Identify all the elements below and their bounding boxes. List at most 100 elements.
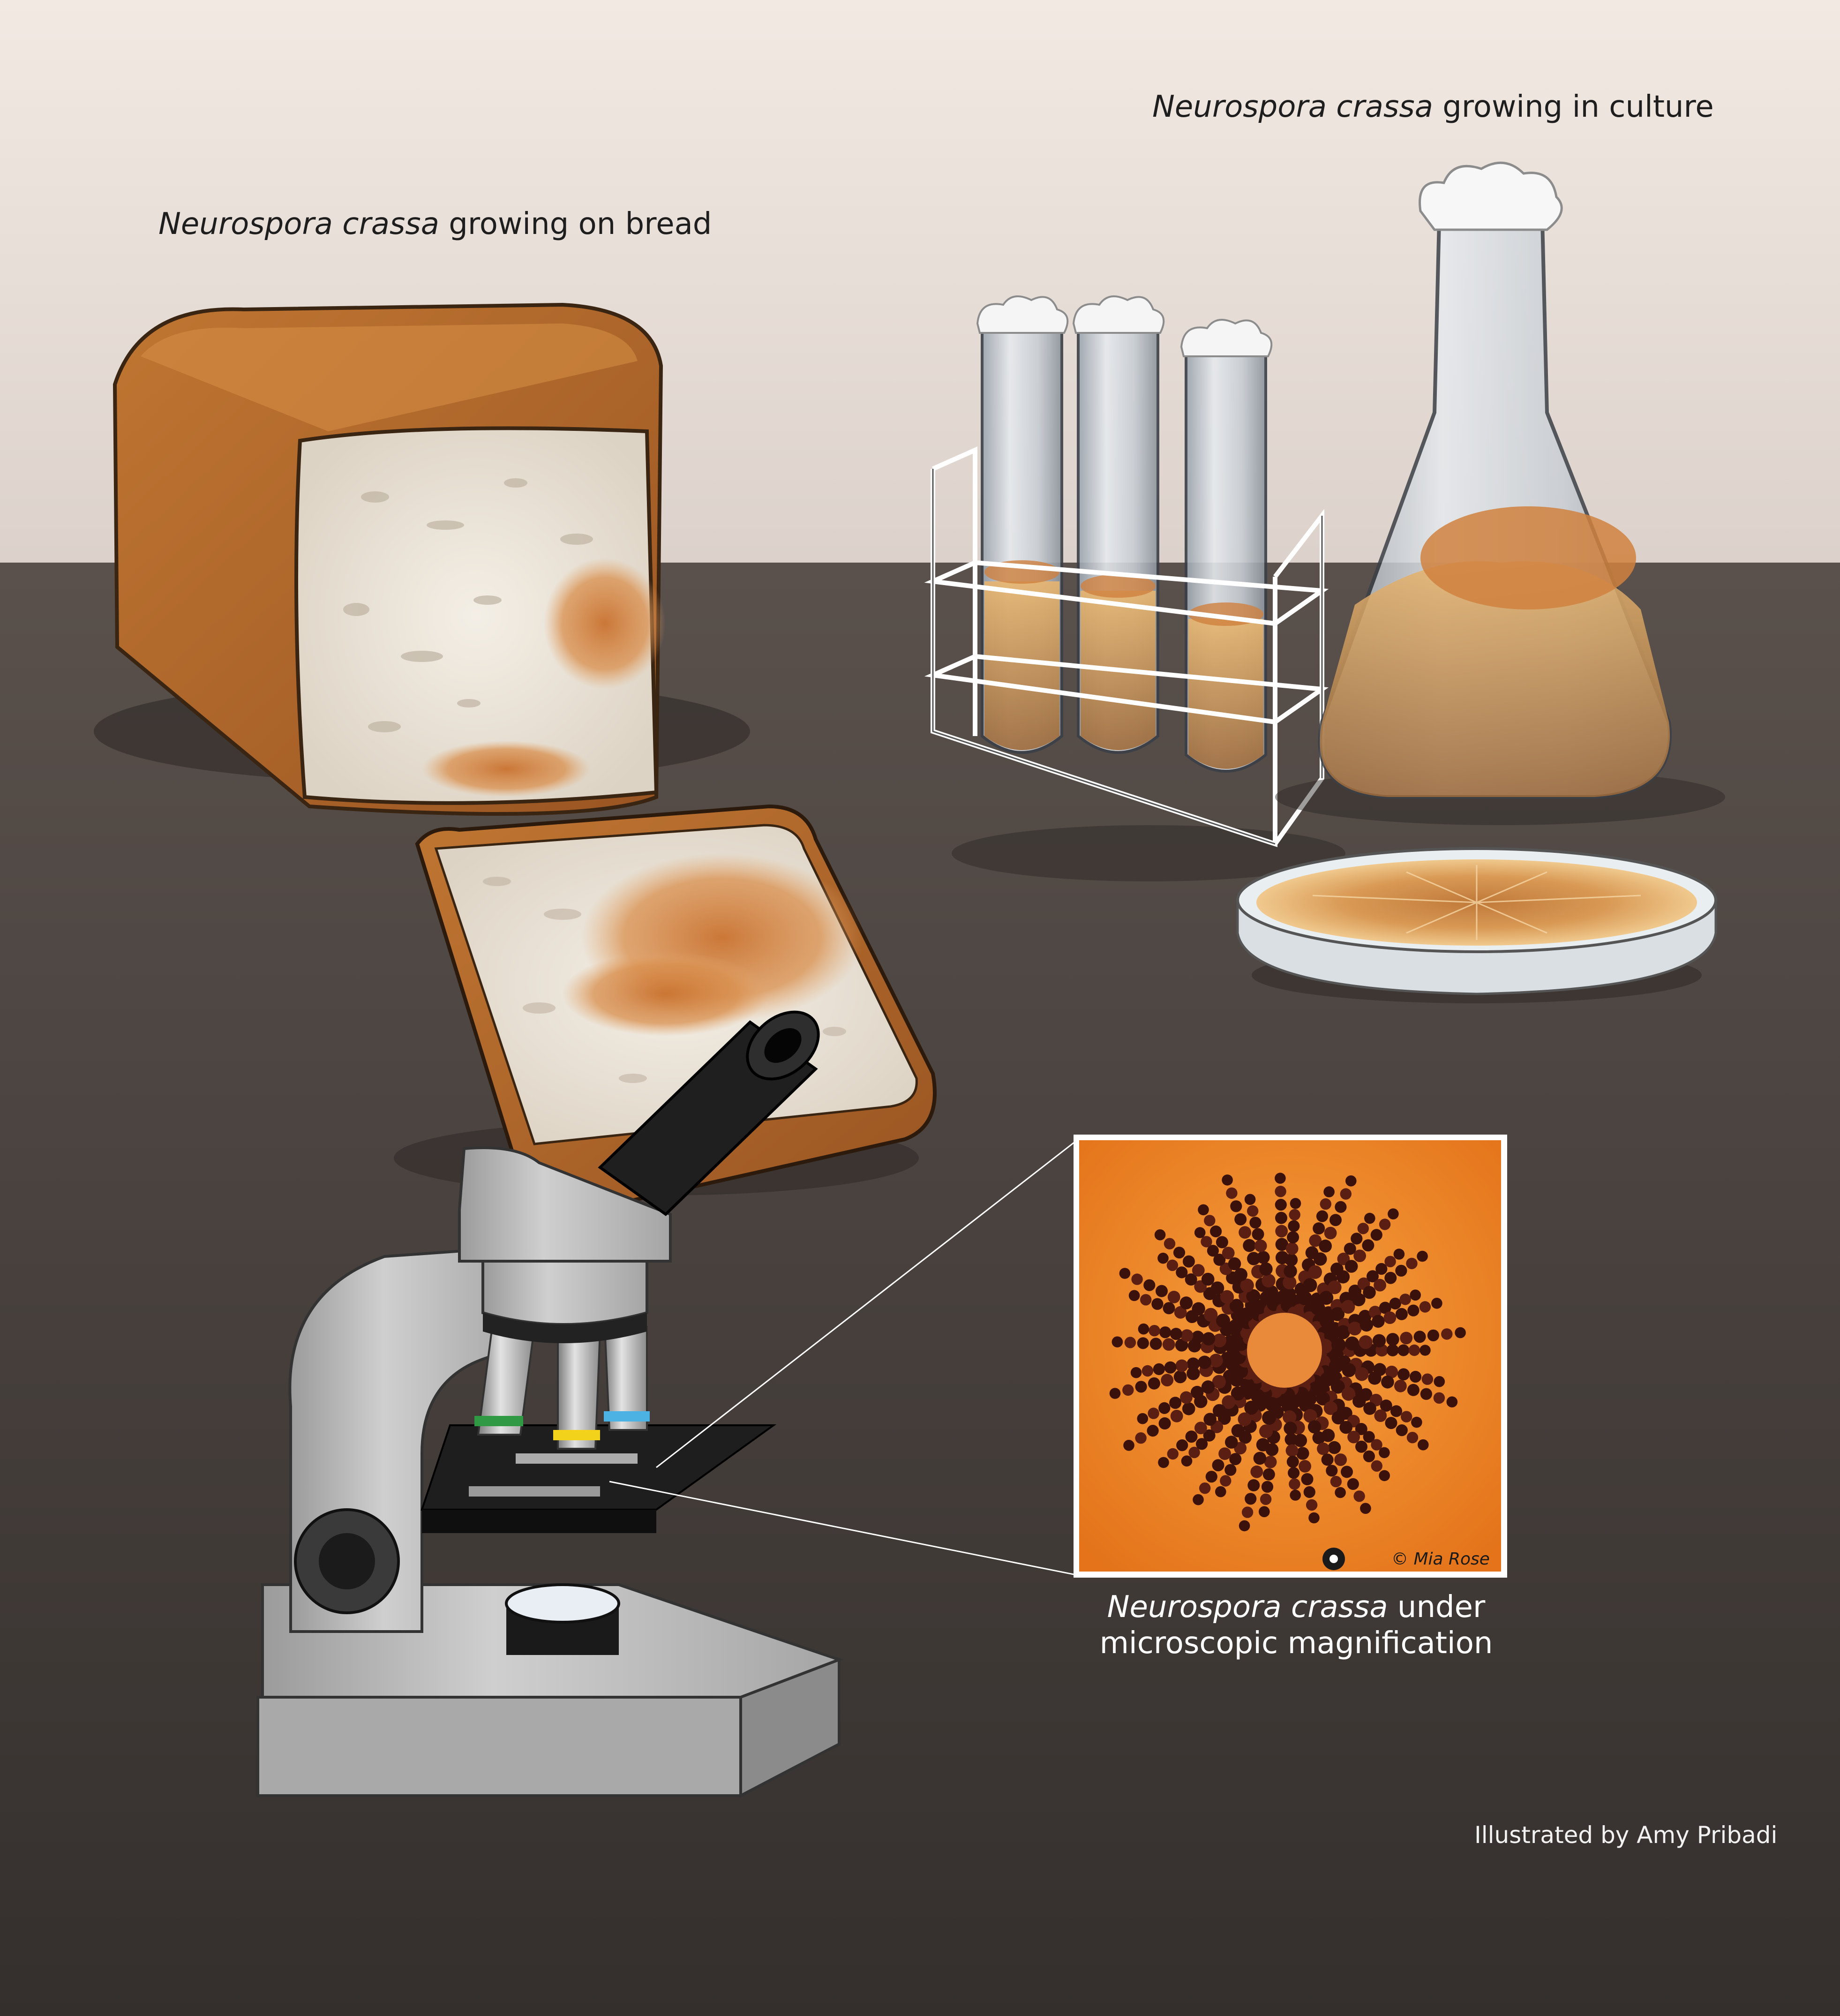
spore [1312,1431,1326,1444]
spore [1231,1424,1245,1437]
spore [1151,1298,1164,1310]
magnification-line-top [656,1138,1079,1468]
spore [1167,1448,1179,1460]
spore [1345,1336,1359,1351]
spore [1290,1198,1301,1209]
spore [1240,1377,1255,1392]
spore [1298,1291,1313,1306]
spore [1228,1257,1241,1271]
spore [1238,1412,1252,1426]
spore [1289,1478,1300,1490]
test-tube [976,295,1069,754]
spore [1363,1286,1376,1299]
spore [1375,1263,1388,1275]
spore [1154,1229,1166,1241]
spore [1288,1220,1300,1232]
spore [1324,1226,1337,1240]
spore [1352,1394,1366,1408]
spore [1275,1238,1289,1251]
spore [1153,1363,1165,1375]
micrograph-icon [1074,1135,1507,1578]
spore [1319,1291,1334,1305]
spore [1256,1438,1270,1452]
spore [1191,1331,1204,1344]
spore [1335,1487,1346,1498]
spore [1323,1186,1335,1197]
spore [1244,1400,1259,1415]
spore [1275,1186,1286,1197]
spore [1395,1264,1407,1277]
spore [1239,1226,1252,1239]
spore [1353,1249,1367,1263]
photo-credit: © Mia Rose [1391,1550,1490,1569]
spore [1323,1401,1337,1415]
spore [1262,1273,1276,1288]
spore [1174,1306,1187,1319]
spore [1228,1319,1243,1334]
spore-core [1247,1313,1322,1388]
spore [1119,1268,1131,1279]
spore [1410,1289,1421,1301]
spore [1204,1215,1216,1226]
spore [1175,1359,1188,1372]
spore [1251,1389,1265,1404]
spore [1316,1210,1329,1222]
spore [1181,1455,1193,1467]
spore [1407,1304,1419,1316]
spore [1173,1247,1186,1259]
test-tube [1072,295,1165,754]
spore [1317,1442,1329,1455]
spore-burst [1109,1173,1466,1532]
spore [1216,1236,1228,1249]
species-name: Neurospora crassa [158,207,439,241]
spore [1353,1490,1365,1502]
spore [1239,1520,1250,1532]
spore [1216,1313,1230,1328]
spore [1194,1227,1206,1238]
spore [1351,1233,1363,1245]
spore [1397,1368,1410,1381]
spore [1247,1252,1261,1265]
spore [1185,1273,1197,1286]
spore [1446,1396,1458,1407]
spore [1330,1307,1345,1321]
spore [1363,1431,1375,1443]
spore [1296,1447,1309,1460]
spore [1253,1452,1267,1465]
spore [1148,1377,1160,1390]
spore [1441,1328,1453,1340]
spore [1156,1285,1168,1297]
spore [1275,1225,1288,1238]
spore [1384,1271,1397,1284]
spore [1252,1228,1264,1241]
spore [1212,1333,1226,1347]
caption-culture: Neurospora crassa growing in culture [1152,89,1714,125]
spore [1207,1245,1219,1257]
spore [1433,1392,1445,1404]
spore [1201,1236,1212,1248]
spore [1290,1489,1301,1501]
spore [1385,1365,1398,1378]
spore [1275,1199,1287,1211]
spore [1336,1270,1350,1284]
spore [1201,1272,1215,1286]
spore [1205,1471,1217,1483]
microscope-icon [256,1010,843,1798]
spore [1299,1460,1312,1473]
spore [1301,1473,1314,1485]
spore [1399,1294,1411,1305]
spore [1264,1456,1277,1468]
spore [1231,1386,1245,1401]
petri-dish-icon [1236,847,1717,1003]
spore [1137,1413,1149,1424]
spore [1250,1465,1263,1478]
spore [1345,1175,1357,1187]
spore [1265,1397,1280,1412]
spore [1396,1424,1408,1437]
spore [1229,1299,1244,1313]
spore [1234,1213,1247,1226]
spore [1210,1225,1222,1238]
spore [1331,1411,1345,1425]
spore [1158,1457,1169,1468]
